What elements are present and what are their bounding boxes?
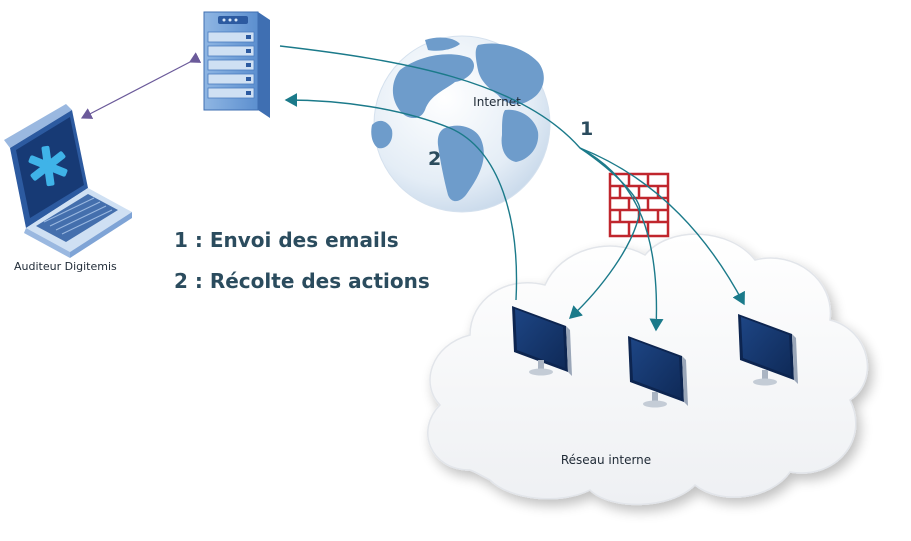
laptop-server-link: [80, 52, 202, 119]
server-icon: [203, 11, 270, 118]
workstation-monitor-icon: [738, 314, 798, 386]
legend-item-1: 1 : Envoi des emails: [174, 228, 399, 252]
step2-action-collection-flow: [284, 93, 518, 301]
firewall-icon: [608, 172, 670, 238]
workstation-monitor-icon: [512, 306, 572, 376]
auditor-laptop-icon: [4, 104, 132, 258]
legend-item-2: 2 : Récolte des actions: [174, 269, 430, 293]
internal-network-label: Réseau interne: [561, 453, 651, 467]
internet-globe-icon: [371, 35, 551, 213]
step2-number: 2: [428, 148, 441, 170]
step1-email-flow: [279, 45, 745, 332]
workstation-monitor-icon: [628, 336, 688, 408]
internet-label: Internet: [473, 95, 521, 109]
step1-number: 1: [580, 118, 593, 140]
auditor-label: Auditeur Digitemis: [14, 260, 117, 273]
